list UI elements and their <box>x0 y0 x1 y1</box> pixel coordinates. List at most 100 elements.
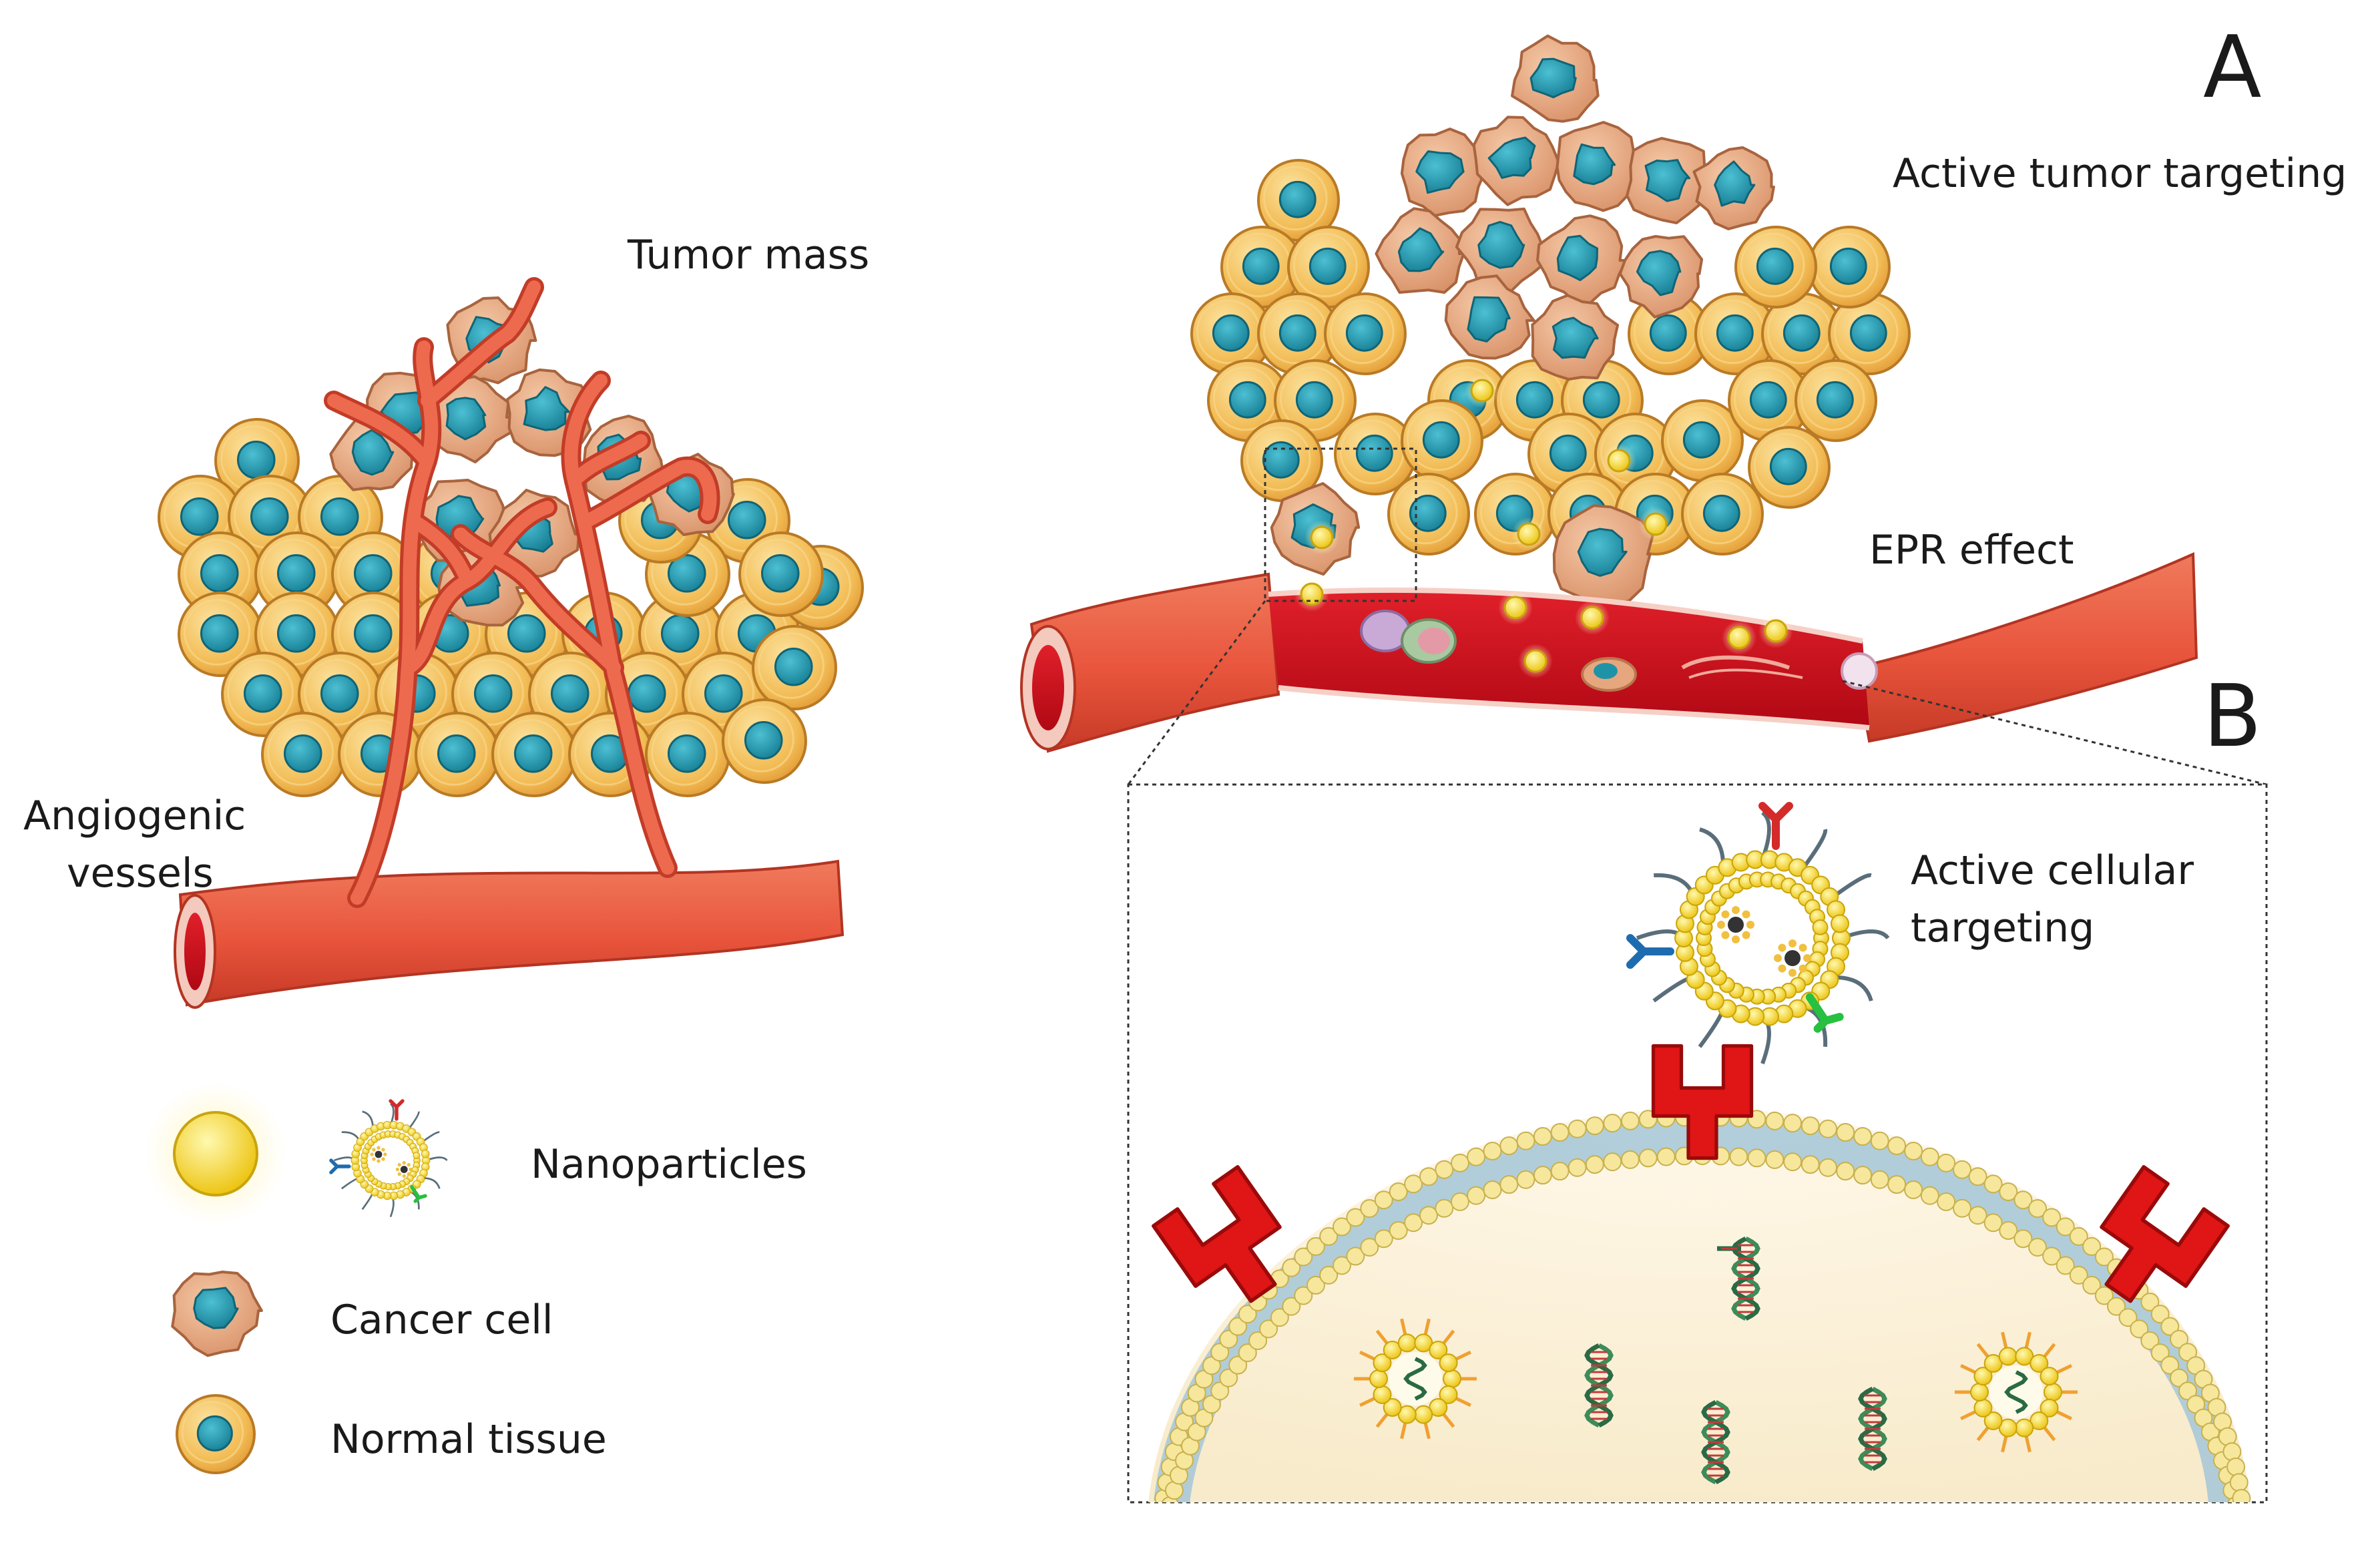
cancer-cell-legend-icon <box>171 1271 263 1357</box>
lipid-head <box>1920 1186 1939 1205</box>
lipid-head <box>1550 1123 1570 1142</box>
lipid-head <box>1346 1247 1365 1266</box>
lipid-head <box>1282 1297 1301 1316</box>
lipid-head <box>1765 1111 1784 1130</box>
lipid-head <box>2170 1329 2189 1349</box>
liposome <box>1626 802 1890 1065</box>
nucleus <box>1702 494 1740 532</box>
membrane-receptors <box>1152 1044 2230 1303</box>
nucleus <box>276 614 316 653</box>
lipid-head <box>1306 1237 1325 1256</box>
normal-cell <box>738 531 824 617</box>
lipid-head <box>1333 1217 1351 1237</box>
lipid-head <box>2094 1286 2114 1305</box>
normal-cell <box>491 712 577 797</box>
normal-cell <box>261 712 346 797</box>
nucleus <box>727 500 766 539</box>
nucleus <box>1422 421 1460 459</box>
lipid-head <box>1533 1166 1552 1185</box>
lipid-head <box>2226 1458 2246 1477</box>
lipid-head <box>1467 1147 1486 1166</box>
nucleus <box>513 734 553 773</box>
lipid-head <box>1210 1381 1230 1401</box>
nanoparticle <box>1503 596 1527 620</box>
intracellular-contents <box>1354 1236 2078 1485</box>
lipid-head <box>1202 1395 1221 1414</box>
lipid-head <box>1404 1213 1423 1233</box>
lipid-head <box>1155 1528 1172 1538</box>
lipid-head <box>1153 1506 1170 1523</box>
nucleus <box>550 674 589 713</box>
nucleus <box>1849 314 1887 352</box>
lipid-head <box>1404 1174 1423 1194</box>
normal-cell <box>178 592 263 677</box>
lipid-head <box>1333 1256 1351 1275</box>
nucleus <box>1278 180 1317 218</box>
panel-b-label: B <box>2203 667 2262 766</box>
nucleus <box>1649 314 1687 352</box>
lipid-head <box>1801 1116 1820 1136</box>
nanoparticle <box>1764 619 1788 643</box>
lipid-head <box>1435 1198 1454 1218</box>
targeted-liposome-nanoparticle <box>1626 802 1890 1065</box>
lipid-head <box>1568 1119 1587 1138</box>
cancer-cell <box>1692 146 1775 230</box>
nanoparticle <box>1470 379 1494 403</box>
nucleus <box>1308 247 1347 285</box>
nucleus <box>1228 381 1266 419</box>
epr-effect-label: EPR effect <box>1869 527 2074 574</box>
normal-cell <box>1761 292 1844 375</box>
normal-cell <box>1694 292 1777 375</box>
lipid-head <box>1450 1192 1469 1211</box>
nucleus <box>1556 234 1598 281</box>
cancer-cell <box>426 375 514 463</box>
lipid-head <box>1238 1343 1257 1363</box>
lipid-head <box>1158 1512 1175 1530</box>
lipid-head <box>2118 1308 2138 1327</box>
normal-cell <box>1808 226 1891 308</box>
lipid-head <box>1389 1182 1408 1201</box>
lipid-head <box>2232 1488 2251 1502</box>
lipid-head <box>2232 1528 2250 1538</box>
nanoparticle <box>1580 606 1604 630</box>
lipid-head <box>2042 1247 2062 1266</box>
lipid-head <box>1568 1158 1587 1177</box>
cell-membrane-lipids <box>1153 1108 2251 1538</box>
lipid-head <box>1419 1167 1438 1186</box>
nucleus <box>760 554 800 593</box>
lipid-head <box>1228 1355 1248 1375</box>
lipid-head <box>2178 1343 2198 1362</box>
normal-cell-legend-icon <box>176 1394 256 1474</box>
normal-cell <box>331 531 417 617</box>
lipid-head <box>1999 1221 2018 1240</box>
lipid-head <box>1346 1208 1365 1227</box>
lipid-head <box>1765 1150 1784 1169</box>
nanoparticle <box>1644 512 1668 536</box>
lipid-head <box>1270 1308 1289 1327</box>
nanoparticle <box>1523 649 1548 673</box>
lipid-head <box>1836 1123 1855 1142</box>
lipid-head <box>2069 1227 2088 1246</box>
lipid-head <box>1294 1247 1313 1267</box>
lipid-head <box>1620 1150 1640 1169</box>
nucleus <box>1749 381 1787 419</box>
lipid-head <box>1801 1155 1820 1174</box>
lipid-head <box>1516 1170 1535 1189</box>
lipid-head <box>1983 1213 2003 1233</box>
lipid-head <box>2013 1190 2033 1210</box>
nucleus <box>283 734 322 773</box>
nucleus <box>193 1287 239 1329</box>
normal-cell <box>1795 359 1877 442</box>
lipid-head <box>1783 1114 1803 1133</box>
nucleus <box>1636 250 1682 296</box>
nucleus <box>200 614 239 653</box>
legend-cancer-cell-label: Cancer cell <box>330 1297 553 1343</box>
nucleus <box>667 554 706 593</box>
lipid-head <box>1360 1238 1379 1257</box>
lipid-head <box>1870 1131 1889 1150</box>
epr-nanoparticles <box>1294 373 1793 678</box>
nucleus <box>627 674 666 713</box>
nanoparticle <box>1607 449 1631 473</box>
nucleus <box>276 554 316 593</box>
